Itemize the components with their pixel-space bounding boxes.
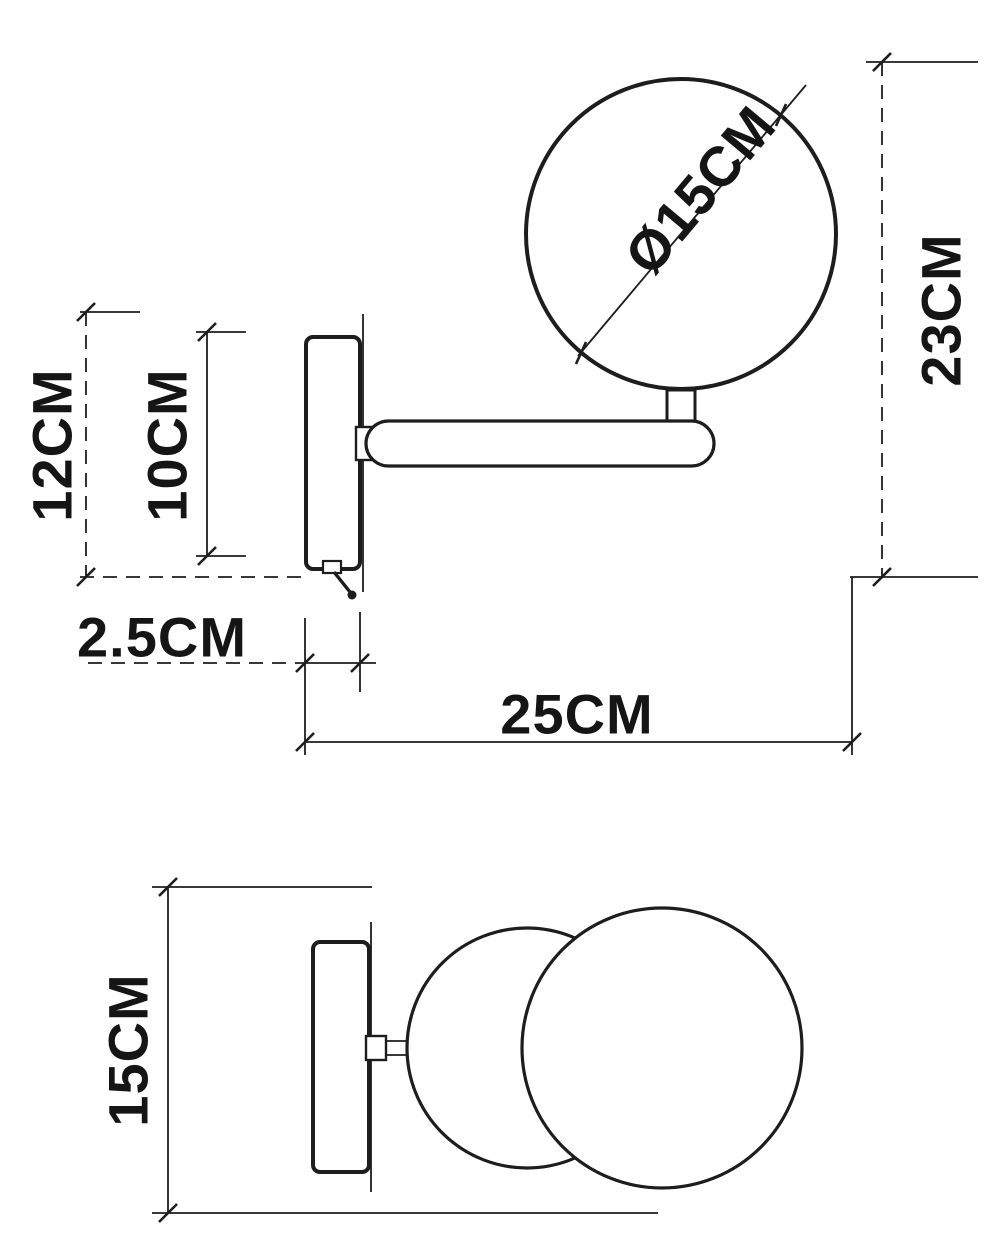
dim-bracket-height: 12CM — [21, 302, 302, 587]
glass-sphere-top — [520, 906, 804, 1190]
toggle-switch — [321, 559, 357, 600]
tick-mark — [350, 653, 370, 673]
tick-mark — [872, 52, 892, 72]
switch-stem — [332, 570, 352, 594]
dim-line — [577, 84, 807, 357]
arm-joint-top — [364, 1034, 388, 1062]
arm — [364, 419, 716, 468]
switch-base — [321, 559, 343, 575]
tick-mark — [197, 546, 217, 566]
tick-mark — [158, 1203, 178, 1223]
tick-mark — [158, 877, 178, 897]
tick-mark — [197, 322, 217, 342]
shade-diameter-label: 15CM — [97, 973, 160, 1126]
switch-knob — [347, 590, 357, 600]
tick-mark — [872, 567, 892, 587]
plate-height-label: 10CM — [136, 368, 199, 521]
sphere-stem — [665, 388, 697, 426]
tick-mark — [574, 341, 588, 365]
front-view: Ø15CM 12CM — [21, 52, 978, 755]
tick-mark — [76, 567, 96, 587]
arm-reach-label: 25CM — [500, 683, 653, 746]
tick-mark — [774, 103, 788, 127]
dim-overall-height: 23CM — [850, 52, 978, 587]
dim-plate-depth: 2.5CM — [77, 606, 376, 755]
dim-plate-height: 10CM — [136, 322, 246, 566]
wall-plate — [304, 335, 362, 571]
wall-plate-top — [311, 940, 371, 1174]
tick-mark — [76, 302, 96, 322]
overall-height-label: 23CM — [910, 233, 973, 386]
bracket-height-label: 12CM — [21, 368, 84, 521]
tick-mark — [295, 653, 315, 673]
dim-shade-diameter: 15CM — [97, 877, 658, 1223]
dim-arm-reach: 25CM — [295, 577, 862, 755]
tick-mark — [295, 732, 315, 752]
top-view: 15CM — [97, 877, 804, 1223]
tick-mark — [842, 732, 862, 752]
plate-depth-label: 2.5CM — [77, 606, 247, 669]
